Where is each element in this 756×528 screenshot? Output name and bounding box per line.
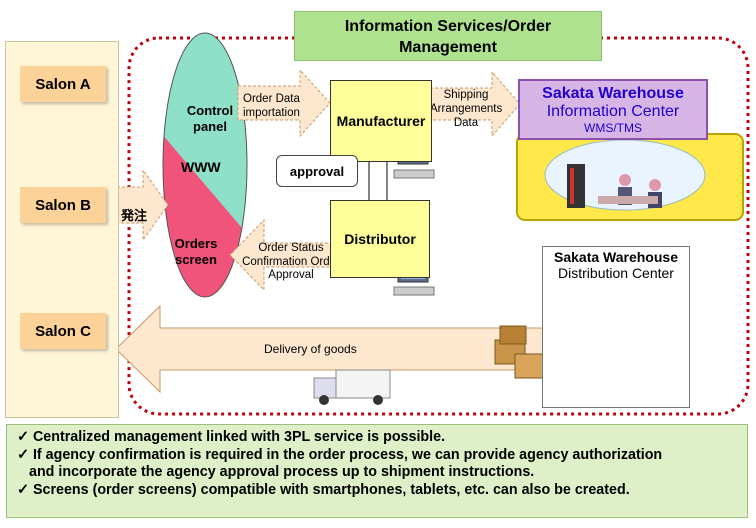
distributor-box: Distributor bbox=[330, 200, 430, 278]
cargo-boxes-icon bbox=[494, 325, 546, 379]
info-center-system: WMS/TMS bbox=[584, 121, 642, 135]
delivery-truck-icon bbox=[313, 369, 391, 405]
service-region-border bbox=[127, 36, 750, 416]
info-center-title: Sakata Warehouse bbox=[542, 85, 684, 102]
salon-a-label: Salon A bbox=[20, 66, 106, 102]
server-icon bbox=[567, 164, 585, 208]
dc-title: Sakata Warehouse bbox=[554, 249, 678, 265]
delivery-label: Delivery of goods bbox=[264, 342, 357, 356]
manufacturer-label: Manufacturer bbox=[336, 113, 426, 129]
warehouse-info-center: Sakata Warehouse Information Center WMS/… bbox=[518, 79, 708, 140]
order-status-label: Order Status Confirmation Order Approval bbox=[242, 242, 340, 281]
manufacturer-box: Manufacturer bbox=[330, 80, 432, 162]
order-arrow bbox=[116, 168, 169, 242]
page-title: Information Services/Order Management bbox=[294, 11, 602, 61]
control-panel-label: Control panel bbox=[186, 103, 234, 134]
title-text: Information Services/Order Management bbox=[344, 18, 552, 56]
approval-callout: approval bbox=[276, 155, 358, 187]
shipping-label: Shipping Arrangements Data bbox=[430, 89, 503, 129]
approval-label: approval bbox=[289, 163, 345, 179]
dc-subtitle: Distribution Center bbox=[558, 265, 674, 281]
orders-screen-label: Orders screen bbox=[174, 236, 218, 267]
note-item: ✓ Centralized management linked with 3PL… bbox=[17, 429, 446, 445]
order-data-label: Order Data importation bbox=[243, 93, 300, 119]
delivery-arrow bbox=[115, 304, 549, 394]
order-label: 発注 bbox=[121, 208, 148, 223]
note-item: ✓ If agency confirmation is required in … bbox=[17, 446, 663, 463]
salon-b-label: Salon B bbox=[20, 187, 106, 223]
note-item: and incorporate the agency approval proc… bbox=[29, 464, 535, 480]
info-center-subtitle: Information Center bbox=[546, 103, 680, 120]
notes-panel: ✓ Centralized management linked with 3PL… bbox=[6, 424, 748, 518]
order-data-arrow bbox=[237, 68, 331, 138]
shipping-arrow bbox=[429, 70, 521, 138]
www-label: WWW bbox=[181, 159, 221, 175]
order-status-arrow bbox=[229, 218, 339, 292]
salon-panel bbox=[5, 41, 119, 418]
note-item: ✓ Screens (order screens) compatible wit… bbox=[17, 481, 630, 498]
salon-c-label: Salon C bbox=[20, 313, 106, 349]
warehouse-distribution-center: Sakata Warehouse Distribution Center bbox=[542, 246, 690, 408]
distributor-label: Distributor bbox=[344, 231, 416, 247]
